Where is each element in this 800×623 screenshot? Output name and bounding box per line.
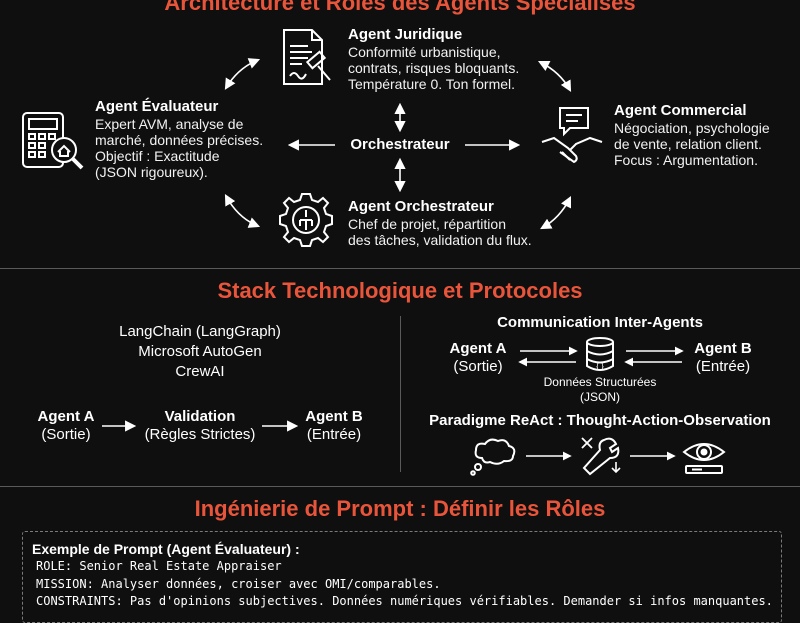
architecture-connectors <box>224 58 572 230</box>
validation-agent-b-sub: (Entrée) <box>306 426 362 443</box>
react-title: Paradigme ReAct : Thought-Action-Observa… <box>429 412 771 429</box>
handshake-chat-icon <box>541 107 603 164</box>
calculator-magnifier-icon <box>22 112 84 170</box>
comm-agent-a: Agent A (Sortie) <box>440 340 516 376</box>
section-divider <box>0 486 800 487</box>
stack-title: Stack Technologique et Protocoles <box>217 278 583 303</box>
agent-evaluateur-line: Expert AVM, analyse de <box>95 116 244 132</box>
validation-agent-b-title: Agent B <box>305 408 363 425</box>
agent-evaluateur-line: marché, données précises. <box>95 132 264 148</box>
comm-agent-b-title: Agent B <box>694 340 752 357</box>
svg-text:{ }: { } <box>596 362 604 371</box>
comm-agent-a-sub: (Sortie) <box>453 358 503 375</box>
arc-top-left <box>224 58 261 90</box>
orchestrator-label: Orchestrateur <box>350 136 450 153</box>
arc-bottom-right <box>540 195 572 230</box>
validation-step-title: Validation <box>164 408 236 425</box>
agent-evaluateur-line: (JSON rigoureux). <box>95 164 208 180</box>
prompt-title: Ingénierie de Prompt : Définir les Rôles <box>194 496 606 521</box>
agent-orchestrateur: Agent Orchestrateur Chef de projet, répa… <box>348 198 532 248</box>
architecture-title: Architecture et Rôles des Agents Spécial… <box>164 0 636 15</box>
prompt-line: ROLE: Senior Real Estate Appraiser <box>36 559 282 573</box>
legal-document-gavel-icon <box>283 29 331 85</box>
agent-juridique-title: Agent Juridique <box>348 26 463 43</box>
arc-top-right <box>537 60 572 92</box>
prompt-example-title: Exemple de Prompt (Agent Évaluateur) : <box>32 541 300 557</box>
agent-commercial-title: Agent Commercial <box>614 102 747 119</box>
db-label: Données Structurées (JSON) <box>520 375 680 405</box>
validation-arrows <box>102 420 299 432</box>
stack-column-divider <box>400 316 401 472</box>
comm-agent-a-title: Agent A <box>449 340 507 357</box>
agent-orchestrateur-line: Chef de projet, répartition <box>348 216 506 232</box>
validation-step-sub: (Règles Strictes) <box>144 426 256 443</box>
agent-commercial-line: Focus : Argumentation. <box>614 152 758 168</box>
agent-evaluateur-title: Agent Évaluateur <box>95 98 219 115</box>
agent-orchestrateur-line: des tâches, validation du flux. <box>348 232 532 248</box>
validation-step: Validation (Règles Strictes) <box>135 408 265 444</box>
action-tool-icon <box>581 437 621 476</box>
agent-juridique: Agent Juridique Conformité urbanistique,… <box>348 26 519 92</box>
validation-agent-a-title: Agent A <box>37 408 95 425</box>
db-label-line: (JSON) <box>580 390 620 404</box>
agent-juridique-line: Température 0. Ton formel. <box>348 76 516 92</box>
validation-agent-a-sub: (Sortie) <box>41 426 91 443</box>
framework-item: Microsoft AutoGen <box>138 343 262 360</box>
agent-commercial-line: Négociation, psychologie <box>614 120 770 136</box>
communication-title: Communication Inter-Agents <box>497 314 703 331</box>
agent-orchestrateur-title: Agent Orchestrateur <box>348 198 494 215</box>
comm-agent-b: Agent B (Entrée) <box>686 340 760 376</box>
thought-cloud-icon <box>470 438 516 476</box>
prompt-line: CONSTRAINTS: Pas d'opinions subjectives.… <box>36 594 773 608</box>
validation-agent-a: Agent A (Sortie) <box>26 408 106 444</box>
gear-flow-icon <box>279 193 333 247</box>
agent-commercial-line: de vente, relation client. <box>614 136 762 152</box>
frameworks-list: LangChain (LangGraph) Microsoft AutoGen … <box>90 322 310 382</box>
agent-juridique-line: contrats, risques bloquants. <box>348 60 520 76</box>
prompt-line: MISSION: Analyser données, croiser avec … <box>36 577 441 591</box>
react-arrows <box>526 451 676 461</box>
agent-evaluateur-line: Objectif : Exactitude <box>95 148 220 164</box>
agent-juridique-line: Conformité urbanistique, <box>348 44 501 60</box>
comm-arrows <box>518 346 684 367</box>
database-json-icon: { } <box>586 337 614 371</box>
agent-commercial: Agent Commercial Négociation, psychologi… <box>614 102 770 168</box>
observation-eye-icon <box>682 443 726 474</box>
db-label-line: Données Structurées <box>543 375 657 389</box>
validation-agent-b: Agent B (Entrée) <box>294 408 374 444</box>
comm-agent-b-sub: (Entrée) <box>695 358 751 375</box>
framework-item: LangChain (LangGraph) <box>119 323 281 340</box>
section-divider <box>0 268 800 269</box>
framework-item: CrewAI <box>175 363 225 380</box>
arc-bottom-left <box>224 194 261 228</box>
agent-evaluateur: Agent Évaluateur Expert AVM, analyse de … <box>95 98 263 180</box>
